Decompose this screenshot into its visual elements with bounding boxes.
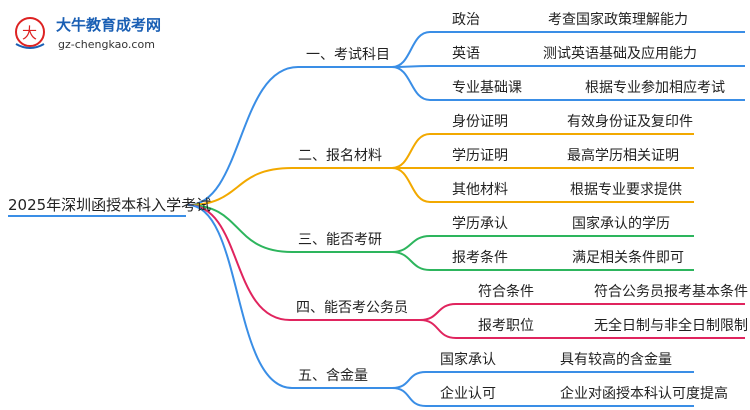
logo-emblem-icon: 大 xyxy=(15,17,45,49)
branch-to-item-connector xyxy=(391,133,694,169)
root-to-branch-connector xyxy=(187,167,392,206)
branch-application-materials: 二、报名材料 身份证明 有效身份证及复印件 学历证明 最高学历相关证明 其他材料… xyxy=(298,113,693,198)
item-desc: 最高学历相关证明 xyxy=(567,147,679,164)
branch-to-item-connector xyxy=(391,31,745,68)
item-desc: 有效身份证及复印件 xyxy=(567,113,693,130)
item-name: 其他材料 xyxy=(452,182,508,198)
root-to-branch-connector xyxy=(187,66,392,206)
branch-to-item-connector xyxy=(391,251,694,271)
item-name: 身份证明 xyxy=(452,114,508,130)
connector-lines xyxy=(187,31,745,407)
item-desc: 具有较高的含金量 xyxy=(560,351,672,368)
item-name: 企业认可 xyxy=(440,385,496,402)
item-name: 符合条件 xyxy=(478,283,534,300)
item-name: 学历证明 xyxy=(452,148,508,164)
branch-credential-value: 五、含金量 国家承认 具有较高的含金量 企业认可 企业对函授本科认可度提高 xyxy=(298,351,728,402)
branch-label: 五、含金量 xyxy=(298,368,368,384)
item-desc: 国家承认的学历 xyxy=(572,215,670,232)
root-to-branch-connector xyxy=(187,204,392,389)
root-to-branch-connector xyxy=(187,204,420,321)
item-name: 专业基础课 xyxy=(452,79,522,96)
branch-label: 三、能否考研 xyxy=(298,232,382,248)
logo-title: 大牛教育成考网 xyxy=(56,16,161,34)
item-name: 政治 xyxy=(452,12,480,28)
svg-text:大: 大 xyxy=(22,24,37,42)
branch-to-item-connector xyxy=(391,65,745,68)
logo: 大 大牛教育成考网 gz-chengkao.com xyxy=(15,16,161,51)
branch-to-item-connector xyxy=(391,66,745,101)
item-desc: 根据专业要求提供 xyxy=(570,182,682,198)
item-name: 报考职位 xyxy=(478,318,534,334)
branch-exam-subjects: 一、考试科目 政治 考查国家政策理解能力 英语 测试英语基础及应用能力 专业基础… xyxy=(306,11,725,96)
logo-url: gz-chengkao.com xyxy=(58,38,155,51)
item-desc: 满足相关条件即可 xyxy=(572,249,684,266)
root-node: 2025年深圳函授本科入学考试 xyxy=(8,196,211,214)
root-to-branch-connector xyxy=(187,204,392,253)
item-name: 报考条件 xyxy=(452,249,508,266)
item-desc: 考查国家政策理解能力 xyxy=(548,11,688,28)
item-name: 国家承认 xyxy=(440,351,496,368)
item-desc: 根据专业参加相应考试 xyxy=(585,79,725,96)
item-desc: 无全日制与非全日制限制 xyxy=(594,317,748,334)
item-desc: 测试英语基础及应用能力 xyxy=(543,45,697,62)
branch-to-item-connector xyxy=(419,303,745,321)
branch-label: 一、考试科目 xyxy=(306,47,390,63)
branch-label: 四、能否考公务员 xyxy=(296,300,408,316)
branch-civil-service-eligibility: 四、能否考公务员 符合条件 符合公务员报考基本条件 报考职位 无全日制与非全日制… xyxy=(296,283,748,334)
item-name: 英语 xyxy=(452,45,480,62)
item-name: 学历承认 xyxy=(452,216,508,232)
branch-to-item-connector xyxy=(391,371,694,389)
branch-to-item-connector xyxy=(391,387,694,407)
branch-to-item-connector xyxy=(419,319,745,339)
branch-postgraduate-eligibility: 三、能否考研 学历承认 国家承认的学历 报考条件 满足相关条件即可 xyxy=(298,215,684,266)
branch-to-item-connector xyxy=(391,235,694,253)
branch-label: 二、报名材料 xyxy=(298,148,382,164)
item-desc: 企业对函授本科认可度提高 xyxy=(560,385,728,402)
item-desc: 符合公务员报考基本条件 xyxy=(594,283,748,300)
branch-to-item-connector xyxy=(391,167,694,203)
